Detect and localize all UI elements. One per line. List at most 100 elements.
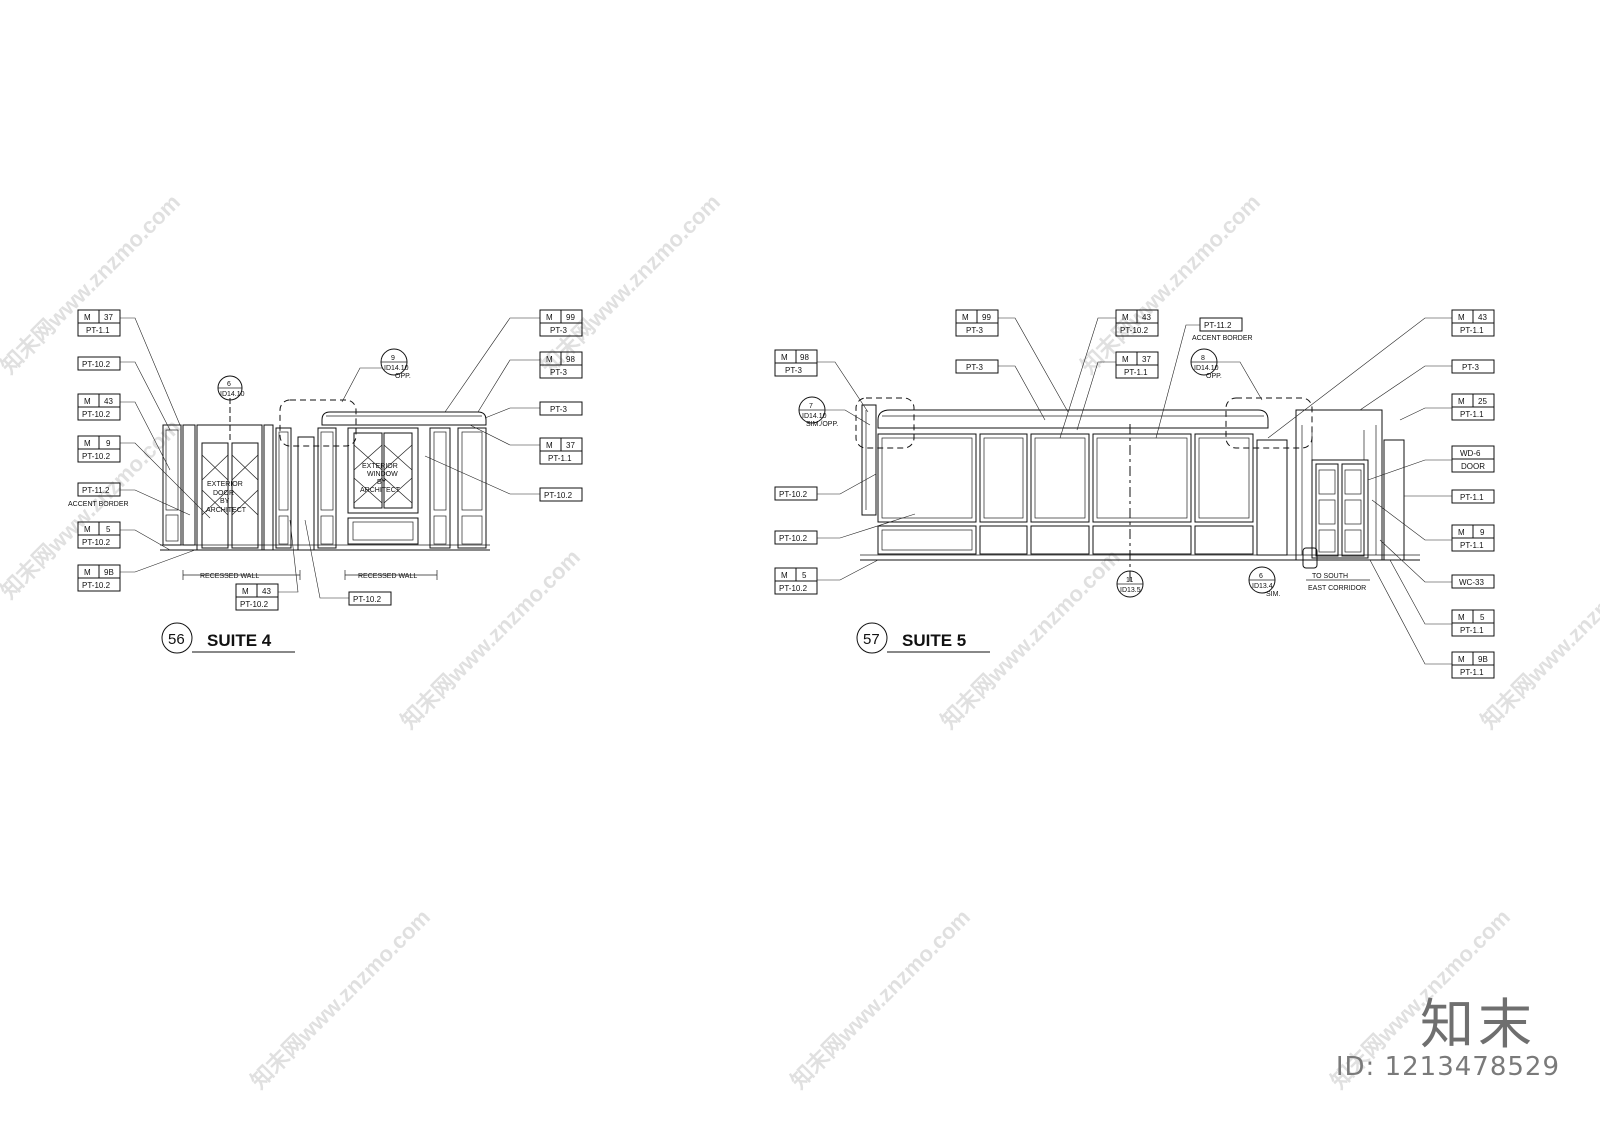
- svg-text:ID14.10: ID14.10: [1194, 365, 1219, 372]
- svg-text:PT-1.1: PT-1.1: [1460, 326, 1484, 335]
- svg-text:99: 99: [982, 313, 991, 322]
- window-label-line: BY: [377, 479, 387, 486]
- svg-text:M: M: [1122, 313, 1129, 322]
- svg-text:OPP.: OPP.: [1206, 373, 1222, 380]
- material-tag: M 9 PT-1.1: [1451, 524, 1495, 552]
- recessed-wall-note: RECESSED WALL: [200, 573, 259, 580]
- svg-text:PT-10.2: PT-10.2: [779, 490, 808, 499]
- window-label-line: WINDOW: [367, 471, 398, 478]
- svg-text:M: M: [1122, 355, 1129, 364]
- material-tag: M 9B PT-10.2: [77, 564, 121, 592]
- svg-text:M: M: [1458, 397, 1465, 406]
- watermark-text: 知末网www.znzmo.com: [1076, 189, 1265, 378]
- material-tag: M 5 PT-10.2: [774, 567, 818, 595]
- accent-border-note: ACCENT BORDER: [68, 501, 129, 508]
- svg-text:M: M: [84, 568, 91, 577]
- svg-text:M: M: [84, 439, 91, 448]
- material-tag: M 5 PT-10.2: [77, 521, 121, 549]
- material-tag: M 9 PT-10.2: [77, 435, 121, 463]
- svg-text:PT-3: PT-3: [1462, 363, 1479, 372]
- svg-text:PT-3: PT-3: [550, 326, 567, 335]
- svg-text:PT-3: PT-3: [966, 363, 983, 372]
- door-label-line: EXTERIOR: [207, 481, 243, 488]
- svg-text:M: M: [1458, 528, 1465, 537]
- watermark-text: 知末网www.znzmo.com: [1476, 544, 1600, 733]
- svg-text:WC-33: WC-33: [1459, 578, 1484, 587]
- door-label-line: DOOR: [213, 490, 234, 497]
- svg-text:M: M: [1458, 613, 1465, 622]
- svg-text:PT-1.1: PT-1.1: [1460, 626, 1484, 635]
- corridor-door: [1311, 459, 1369, 559]
- material-tag: M 99 PT-3: [955, 309, 999, 337]
- svg-text:PT-10.2: PT-10.2: [82, 581, 111, 590]
- watermark-text: 知末网www.znzmo.com: [0, 414, 185, 603]
- drawing-number: 57: [863, 631, 880, 648]
- recessed-wall-note: RECESSED WALL: [358, 573, 417, 580]
- window-label-line: EXTERIOR: [362, 463, 398, 470]
- watermark-text: 知末网www.znzmo.com: [786, 904, 975, 1093]
- finish-tag: WC-33: [1451, 574, 1495, 589]
- svg-text:M: M: [546, 355, 553, 364]
- svg-text:PT-3: PT-3: [550, 368, 567, 377]
- svg-text:PT-10.2: PT-10.2: [544, 491, 573, 500]
- finish-tag: PT-10.2: [348, 591, 392, 606]
- corridor-note: TO SOUTH: [1312, 573, 1348, 580]
- svg-text:9B: 9B: [1478, 655, 1488, 664]
- svg-text:M: M: [546, 313, 553, 322]
- finish-tag: PT-10.2: [539, 487, 583, 502]
- svg-text:98: 98: [800, 353, 809, 362]
- detail-callout: 9 ID14.10 OPP.: [380, 348, 411, 380]
- svg-text:PT-1.1: PT-1.1: [1460, 410, 1484, 419]
- elevation-suite-4: EXTERIOR DOOR BY ARCHITECT EXTERIOR WIND…: [68, 309, 583, 654]
- svg-text:PT-1.1: PT-1.1: [1124, 368, 1148, 377]
- material-tag: M 98 PT-3: [539, 351, 583, 379]
- svg-text:7: 7: [809, 403, 813, 410]
- svg-text:PT-11.2: PT-11.2: [82, 486, 110, 495]
- svg-text:8: 8: [1201, 355, 1205, 362]
- svg-text:PT-1.1: PT-1.1: [1460, 668, 1484, 677]
- svg-text:DOOR: DOOR: [1461, 462, 1485, 471]
- svg-text:ID14.10: ID14.10: [384, 365, 409, 372]
- svg-text:ID13.5: ID13.5: [1120, 587, 1141, 594]
- material-tag: M 37 PT-1.1: [77, 309, 121, 337]
- svg-text:M: M: [242, 587, 249, 596]
- finish-tag: PT-3: [955, 359, 999, 374]
- svg-text:M: M: [1458, 655, 1465, 664]
- watermark-text: 知末网www.znzmo.com: [396, 544, 585, 733]
- svg-text:M: M: [84, 313, 91, 322]
- finish-tag: PT-10.2: [774, 486, 818, 501]
- svg-text:5: 5: [802, 571, 807, 580]
- material-tag: M 43 PT-10.2: [235, 583, 279, 611]
- finish-tag: PT-3: [1451, 359, 1495, 374]
- svg-text:9B: 9B: [104, 568, 114, 577]
- svg-text:9: 9: [1480, 528, 1485, 537]
- svg-text:SIM.: SIM.: [1266, 591, 1280, 598]
- accent-border-note: ACCENT BORDER: [1192, 335, 1253, 342]
- svg-text:37: 37: [1142, 355, 1151, 364]
- watermark-text: 知末网www.znzmo.com: [536, 189, 725, 378]
- svg-text:M: M: [1458, 313, 1465, 322]
- exterior-window: EXTERIOR WINDOW BY ARCHITECT: [347, 427, 419, 545]
- drawing-title-57: 57 SUITE 5: [856, 622, 990, 654]
- material-tag: M 43 PT-10.2: [77, 393, 121, 421]
- svg-text:M: M: [962, 313, 969, 322]
- window-label-line: ARCHITECT: [360, 487, 401, 494]
- brand-logo: 知末: [1420, 993, 1536, 1056]
- svg-text:PT-10.2: PT-10.2: [779, 534, 808, 543]
- svg-text:98: 98: [566, 355, 575, 364]
- detail-callout: 6 ID13.4 SIM.: [1248, 566, 1280, 598]
- svg-text:PT-1.1: PT-1.1: [1460, 493, 1484, 502]
- svg-text:PT-10.2: PT-10.2: [82, 360, 111, 369]
- drawing-title: SUITE 4: [207, 631, 272, 650]
- finish-tag: PT-11.2 ACCENT BORDER: [68, 482, 129, 508]
- material-tag: M 43 PT-1.1: [1451, 309, 1495, 337]
- svg-text:ID14.10: ID14.10: [220, 391, 245, 398]
- svg-text:9: 9: [391, 355, 395, 362]
- door-label-line: ARCHITECT: [206, 507, 247, 514]
- svg-text:PT-10.2: PT-10.2: [82, 410, 111, 419]
- svg-text:43: 43: [1142, 313, 1151, 322]
- material-tag: M 43 PT-10.2: [1115, 309, 1159, 337]
- svg-text:PT-1.1: PT-1.1: [86, 326, 110, 335]
- svg-text:5: 5: [106, 525, 111, 534]
